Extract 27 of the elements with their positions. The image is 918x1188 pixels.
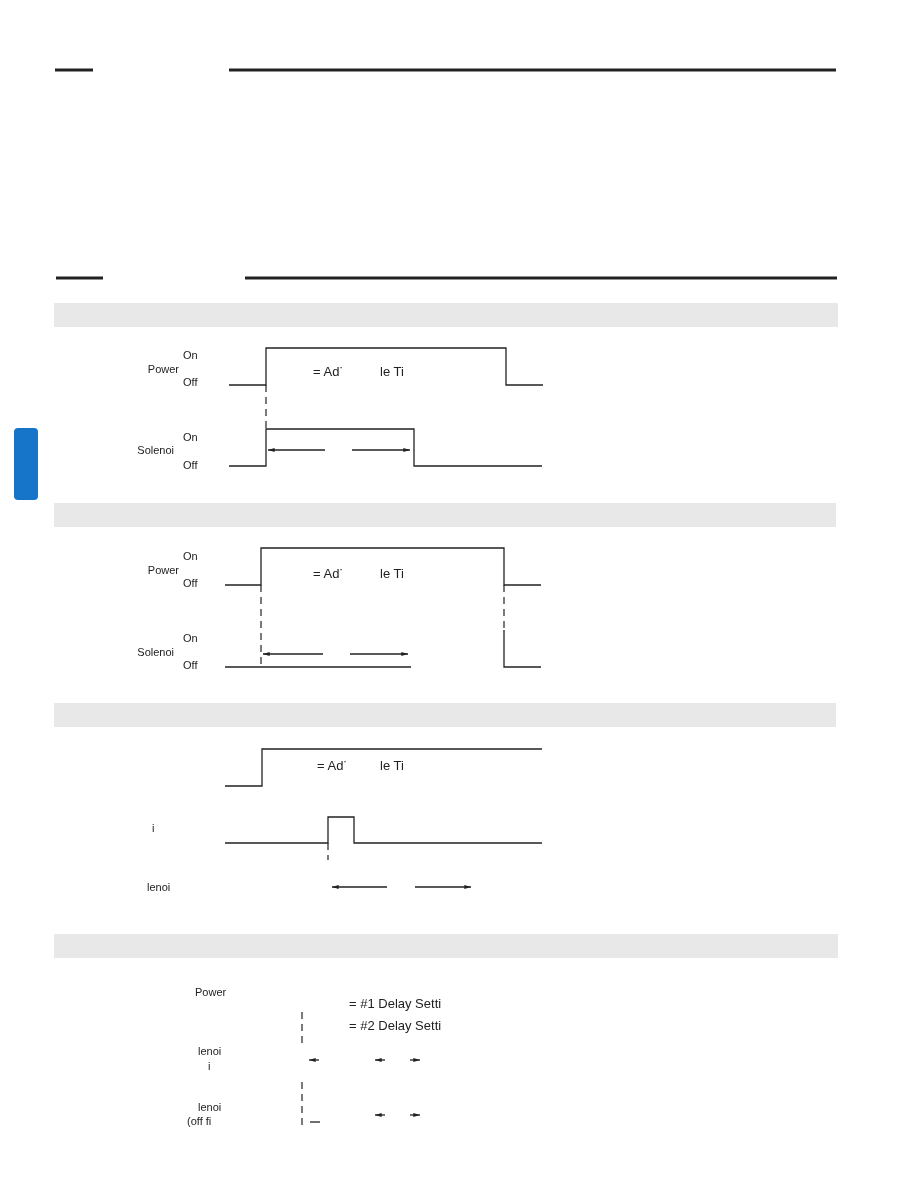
signal-label: On	[183, 549, 198, 563]
signal-label: Solenoi	[137, 645, 174, 659]
signal-label: Power	[147, 563, 179, 577]
signal-label: Off	[183, 458, 198, 472]
delay-label: = #1 Delay Setti	[349, 996, 442, 1010]
signal-label: lenoi	[198, 1044, 222, 1058]
signal-label: Power	[147, 362, 179, 376]
delay-label: = Ad˙	[313, 364, 344, 378]
signal-label: lenoi	[198, 1100, 222, 1114]
delay-label: le Ti	[380, 758, 404, 772]
signal-label: Off	[183, 658, 198, 672]
signal-label: On	[183, 348, 198, 362]
delay-label: le Ti	[380, 364, 404, 378]
signal-label: Off	[183, 375, 198, 389]
signal-label: Solenoi	[137, 443, 174, 457]
delay-label: = Ad˙	[313, 566, 344, 580]
signal-label: Power	[195, 985, 227, 999]
signal-label: lenoi	[147, 880, 171, 894]
delay-label: = Ad˙	[317, 758, 348, 772]
signal-label: (off fi	[187, 1114, 212, 1128]
delay-label: = #2 Delay Setti	[349, 1018, 442, 1032]
signal-label: On	[183, 631, 198, 645]
signal-label: i	[152, 821, 155, 835]
signal-label: i	[208, 1059, 211, 1073]
signal-label: Off	[183, 576, 198, 590]
signal-label: On	[183, 430, 198, 444]
delay-label: le Ti	[380, 566, 404, 580]
